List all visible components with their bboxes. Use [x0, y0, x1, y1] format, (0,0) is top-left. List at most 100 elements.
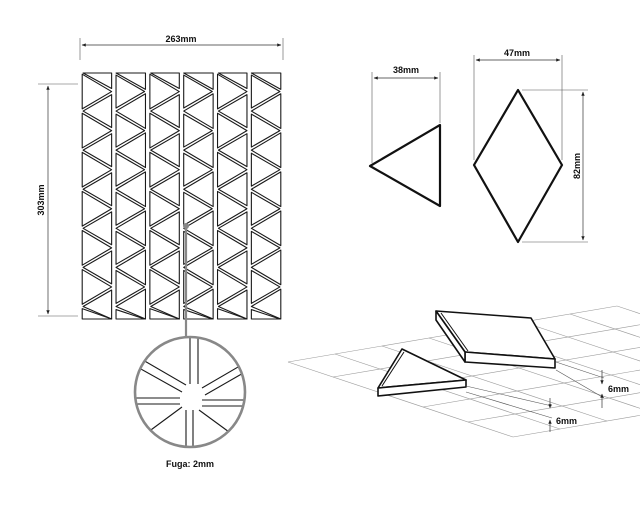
mosaic-tile: [81, 112, 113, 149]
mosaic-tile: [149, 269, 180, 305]
mosaic-tile: [115, 93, 147, 129]
mosaic-tile: [82, 172, 113, 207]
rhombus-height-label: 82mm: [572, 153, 582, 179]
joint-detail: Fuga: 2mm: [133, 223, 247, 469]
mosaic-tile: [81, 73, 113, 110]
mosaic-tile: [81, 190, 113, 227]
mosaic-tile: [81, 151, 113, 188]
mosaic-tile: [216, 73, 248, 110]
mosaic-tile: [183, 72, 214, 90]
mosaic-tile: [250, 191, 281, 226]
mosaic-tile: [250, 74, 281, 109]
mosaic-tile: [250, 249, 282, 286]
mosaic-tile: [183, 249, 214, 286]
detail-leader-dot: [183, 223, 189, 229]
mosaic-tile: [183, 74, 213, 109]
mosaic-tile: [250, 171, 282, 208]
mosaic-tile: [149, 190, 180, 227]
rhombus-piece: 47mm 82mm: [472, 48, 588, 244]
mosaic-tile: [183, 308, 213, 320]
mosaic-sheet: [78, 60, 285, 334]
mosaic-tile: [149, 151, 180, 188]
mosaic-tile: [115, 74, 146, 109]
mosaic-tile: [217, 250, 248, 285]
mosaic-tile: [150, 211, 180, 246]
mosaic-tile: [150, 250, 180, 285]
rhombus-thickness-label: 6mm: [608, 384, 629, 394]
mosaic-tile: [115, 171, 147, 208]
rhombus-shape: [472, 88, 564, 244]
thickness-dimension-rhombus: 6mm: [555, 361, 629, 408]
mosaic-tile: [183, 191, 213, 226]
mosaic-tile: [183, 230, 213, 265]
sheet-width-dimension: 263mm: [79, 34, 284, 60]
mosaic-tile: [149, 308, 180, 320]
mosaic-tile: [250, 72, 282, 90]
mosaic-tile: [150, 289, 180, 320]
mosaic-tile: [115, 132, 147, 169]
mosaic-tile: [183, 171, 214, 208]
mosaic-tile: [217, 289, 248, 320]
mosaic-tile: [115, 269, 146, 304]
mosaic-tile: [183, 269, 213, 304]
mosaic-tile: [82, 289, 113, 320]
mosaic-tile: [216, 151, 248, 188]
mosaic-tile: [115, 210, 147, 247]
mosaic-tile: [81, 269, 113, 305]
mosaic-tile: [216, 190, 248, 227]
mosaic-tile: [216, 229, 248, 266]
joint-width-label: Fuga: 2mm: [166, 459, 214, 469]
mosaic-tile: [250, 93, 282, 129]
mosaic-tile: [250, 230, 281, 265]
mosaic-tile: [150, 72, 180, 90]
mosaic-tile: [149, 229, 180, 266]
mosaic-tile: [183, 113, 213, 148]
mosaic-tile: [183, 93, 214, 129]
mosaic-tile: [250, 288, 282, 320]
mosaic-tile: [115, 72, 147, 90]
mosaic-tile: [115, 230, 146, 265]
rhombus-width-label: 47mm: [504, 48, 530, 58]
mosaic-tile: [82, 133, 113, 168]
detail-zoom-content: [135, 337, 245, 447]
mosaic-tile: [250, 269, 281, 304]
magnifier-ring: [133, 335, 247, 449]
isometric-view: 6mm 6mm: [287, 305, 640, 438]
mosaic-tile: [149, 73, 180, 110]
mosaic-tile: [217, 72, 248, 90]
mosaic-tile: [183, 210, 214, 247]
mosaic-tile: [82, 94, 113, 129]
mosaic-tile: [81, 308, 113, 320]
sheet-width-label: 263mm: [165, 34, 196, 44]
mosaic-tile: [82, 250, 113, 285]
iso-rhombus-tile: [435, 310, 556, 369]
triangle-shape: [368, 123, 442, 208]
mosaic-tile: [250, 152, 281, 187]
triangle-thickness-label: 6mm: [556, 416, 577, 426]
mosaic-tile: [250, 308, 281, 320]
mosaic-tile: [216, 269, 248, 305]
triangle-piece: 38mm: [368, 65, 442, 208]
sheet-height-dimension: 303mm: [36, 83, 78, 317]
mosaic-tile: [250, 210, 282, 247]
mosaic-tile: [115, 191, 146, 226]
mosaic-tile: [82, 211, 113, 246]
thickness-dimension-triangle: 6mm: [465, 385, 577, 432]
sheet-height-label: 303mm: [36, 184, 46, 215]
triangle-width-label: 38mm: [393, 65, 419, 75]
mosaic-tile: [149, 112, 180, 149]
mosaic-tile: [217, 133, 248, 168]
mosaic-tile: [216, 308, 248, 320]
mosaic-tile: [115, 113, 146, 148]
mosaic-tile: [217, 172, 248, 207]
mosaic-tile: [217, 94, 248, 129]
mosaic-tile: [150, 94, 180, 129]
mosaic-tile: [81, 229, 113, 266]
mosaic-tile: [82, 72, 113, 90]
mosaic-tile: [183, 288, 214, 320]
mosaic-tile: [216, 112, 248, 149]
mosaic-tile: [115, 288, 147, 320]
iso-triangle-tile: [377, 348, 467, 397]
